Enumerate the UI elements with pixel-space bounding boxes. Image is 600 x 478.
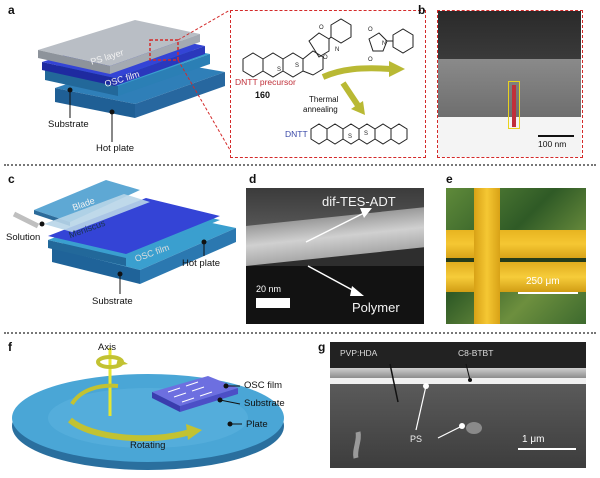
scale-bar-d-label: 20 nm [256,284,282,294]
panel-g-micrograph: PVP:HDA C8-BTBT PS 1 μm [330,342,586,468]
svg-text:N: N [382,41,386,47]
row-separator-2 [4,332,596,334]
ps-layer-front [38,50,110,74]
svg-text:S: S [348,134,352,140]
substrate-f-label: Substrate [244,398,285,409]
process-line1: Thermal [309,95,339,104]
panel-a-schematic [38,9,231,151]
hot-plate-label: Hot plate [96,143,135,154]
svg-text:S: S [295,63,299,69]
substrate-side [118,54,210,96]
svg-text:O: O [323,55,328,61]
substrate-c-label: Substrate [92,296,133,307]
panel-d-micrograph: dif-TES-ADT Polymer 20 nm [246,188,424,324]
dntt-structure [310,123,408,145]
ps-layer-top [38,20,200,66]
scale-bar-g-label: 1 μm [522,434,545,445]
rotating-label: Rotating [130,440,166,451]
side-product-structure [368,28,414,54]
scale-bar-b-label: 100 nm [538,139,567,149]
panel-d-letter: d [249,172,257,186]
zoom-box [149,39,179,61]
scale-bar-e-label: 250 μm [526,276,560,287]
meniscus-shape [44,194,150,232]
panel-c-letter: c [8,172,15,186]
product-label: DNTT [285,129,308,139]
precursor-label: DNTT precursor [235,77,296,87]
compound-number: 160 [255,90,271,100]
scale-bar-b [538,135,574,137]
polymer-label: Polymer [352,300,400,315]
hot-plate-c-label: Hot plate [182,258,221,269]
row-separator-1 [4,164,596,166]
svg-text:S: S [364,131,368,137]
panel-e-micrograph: 250 μm [446,188,586,324]
solution-label: Solution [6,232,41,243]
annealing-arrow [340,81,362,109]
pvp-hda-label: PVP:HDA [340,348,378,358]
svg-text:O: O [368,57,373,63]
hot-plate-side [135,72,225,118]
process-line2: annealing [303,105,338,114]
dif-tes-adt-label: dif-TES-ADT [322,194,396,209]
svg-text:O: O [319,25,324,31]
panel-f-schematic [12,348,284,470]
panel-b-micrograph: 100 nm [437,10,583,158]
hot-plate-front [55,88,135,118]
osc-film-side [115,46,205,86]
substrate-label: Substrate [48,119,89,130]
osc-film-f-label: OSC film [244,380,282,391]
panel-e-letter: e [446,172,453,186]
scale-bar-e [518,292,578,294]
chemistry-inset: S S N O O O O N S S DNTT precursor 160 [230,10,426,158]
plate-label: Plate [246,419,268,430]
substrate-f [152,376,238,406]
panel-c-schematic [12,180,236,294]
feature-highlight-box [508,81,520,129]
blade-top [34,180,140,222]
reaction-scheme: S S N O O O O N S S [242,18,414,145]
svg-text:S: S [277,67,281,73]
substrate-front [45,70,118,96]
panel-f-letter: f [8,340,12,354]
panel-b-letter: b [418,3,426,17]
c8-btbt-label: C8-BTBT [458,348,494,358]
panel-g-letter: g [318,340,326,354]
axis-label: Axis [98,342,116,353]
scale-bar-g [518,448,576,450]
svg-text:N: N [335,47,339,53]
panel-a-letter: a [8,3,15,17]
svg-text:O: O [368,27,373,33]
osc-film-front [42,62,115,86]
precursor-structure [242,18,352,78]
side-product-arrow [321,65,392,80]
scale-bar-d [256,298,290,308]
ps-label: PS [410,434,423,444]
